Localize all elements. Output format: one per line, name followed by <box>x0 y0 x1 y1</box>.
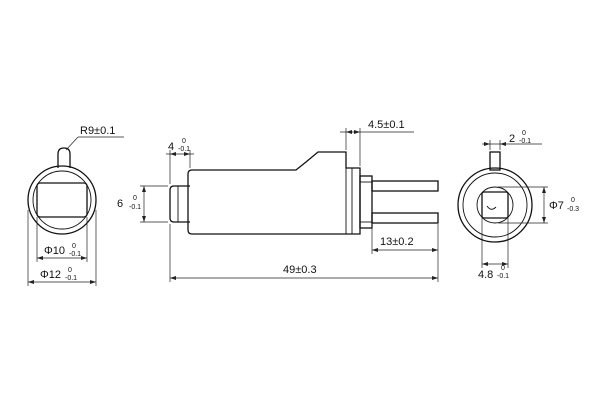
front-cylinder <box>169 185 190 223</box>
flat-width-upper: 0 <box>501 265 505 272</box>
front-height-upper: 0 <box>133 195 137 202</box>
front-height-dimension: 6 0 -0.1 <box>117 185 168 223</box>
right-outer-circle <box>457 167 533 243</box>
flat-width-label: 4.8 <box>478 269 493 281</box>
bore-diameter-upper: 0 <box>571 197 575 204</box>
left-flat-opening <box>36 182 88 218</box>
tab-offset-dimension: 4.5±0.1 <box>340 119 414 166</box>
inner-diameter-lower: -0.1 <box>69 251 81 258</box>
side-view <box>169 151 439 235</box>
bore-diameter-dimension: Φ7 0 -0.3 <box>498 186 579 224</box>
total-length-label: 49±0.3 <box>283 264 317 276</box>
lower-pin <box>371 212 439 224</box>
key-width-dimension: 2 0 -0.1 <box>482 130 542 150</box>
key-width-label: 2 <box>509 133 515 145</box>
outer-diameter-lower: -0.1 <box>65 275 77 282</box>
right-key <box>489 151 501 171</box>
upper-pin <box>371 180 439 192</box>
outer-diameter-label: Φ12 <box>40 269 61 281</box>
radius-label: R9±0.1 <box>80 125 115 137</box>
left-end-view <box>27 147 97 235</box>
flat-width-lower: -0.1 <box>497 273 509 280</box>
right-flat-opening <box>481 191 509 219</box>
front-length-upper: 0 <box>182 138 186 145</box>
pin-length-dimension: 13±0.2 <box>371 224 439 254</box>
front-length-lower: -0.1 <box>178 146 190 153</box>
main-body <box>187 151 361 235</box>
front-length-dimension: 4 0 -0.1 <box>166 138 194 184</box>
key-width-upper: 0 <box>522 130 526 137</box>
front-length-label: 4 <box>168 141 174 153</box>
total-length-dimension: 49±0.3 <box>169 224 439 282</box>
pin-length-label: 13±0.2 <box>380 236 414 248</box>
right-bore-circle <box>476 186 514 224</box>
right-middle-circle <box>462 172 528 238</box>
key-width-lower: -0.1 <box>519 138 531 145</box>
inner-diameter-dimension: Φ10 0 -0.1 <box>36 217 88 262</box>
bore-diameter-label: Φ7 <box>549 200 564 212</box>
tab-offset-label: 4.5±0.1 <box>368 119 405 131</box>
front-height-label: 6 <box>117 198 123 210</box>
rear-neck <box>359 175 373 229</box>
left-outer-circle <box>27 165 97 235</box>
inner-diameter-label: Φ10 <box>44 245 65 257</box>
front-height-lower: -0.1 <box>129 204 141 211</box>
right-end-view <box>457 151 533 243</box>
bore-diameter-lower: -0.3 <box>567 206 579 213</box>
outer-diameter-upper: 0 <box>68 267 72 274</box>
radius-dimension: R9±0.1 <box>65 125 124 151</box>
outer-diameter-dimension: Φ12 0 -0.1 <box>27 210 97 286</box>
right-small-mark <box>486 205 497 210</box>
inner-diameter-upper: 0 <box>72 243 76 250</box>
flat-width-dimension: 4.8 0 -0.1 <box>478 218 509 281</box>
left-nub <box>57 147 71 168</box>
left-inner-circle <box>32 170 92 230</box>
